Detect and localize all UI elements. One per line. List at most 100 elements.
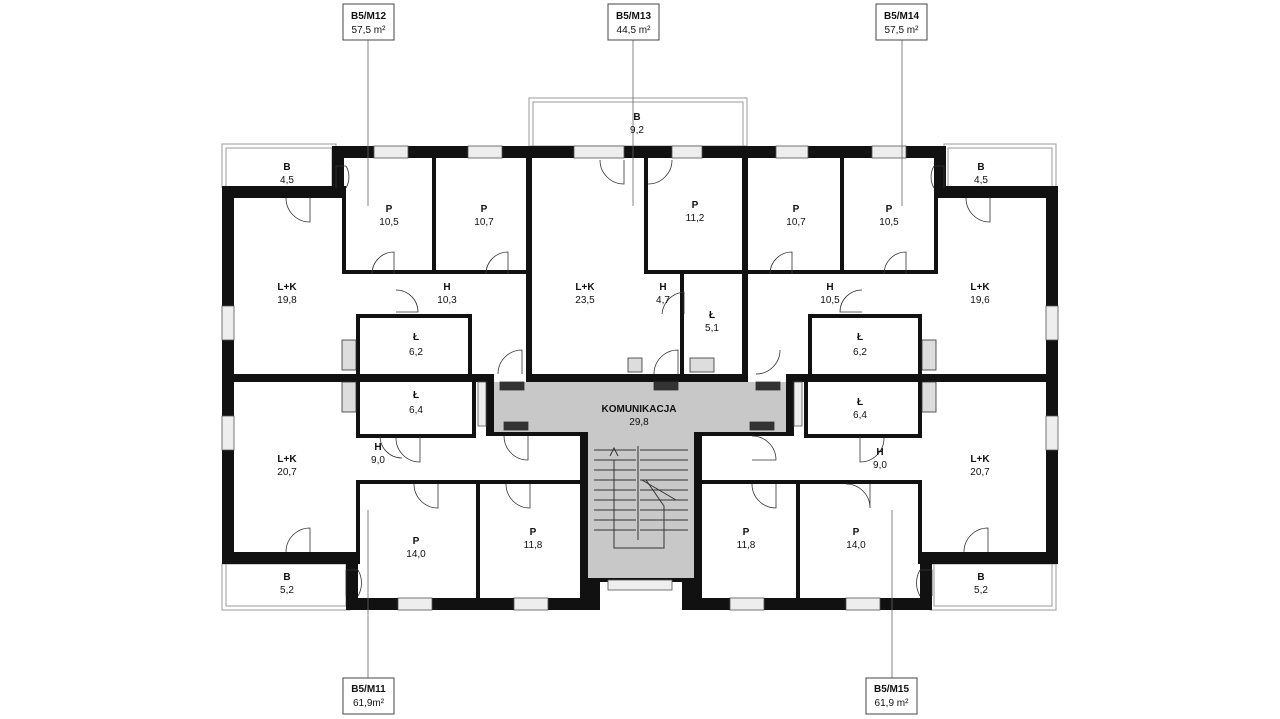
unit-callout: B5/M11 61,9m² <box>342 677 395 715</box>
room-label: H4,7 <box>656 282 670 306</box>
room-area: 19,8 <box>277 295 297 306</box>
room-area: 20,7 <box>970 467 990 478</box>
room-area: 9,2 <box>630 125 644 136</box>
room-label: Ł6,2 <box>853 332 867 358</box>
door-swings <box>285 159 991 597</box>
room-label: P 10,5 <box>879 204 899 228</box>
room-area: 6,2 <box>409 347 423 358</box>
room-name: P <box>530 527 537 538</box>
unit-callout: B5/M15 61,9 m² <box>865 677 918 715</box>
room-label: B 4,5 <box>280 162 294 186</box>
room-name: P <box>853 527 860 538</box>
room-area: 23,5 <box>575 295 595 306</box>
unit-callout: B5/M14 57,5 m² <box>875 3 928 41</box>
unit-area: 61,9m² <box>353 698 385 709</box>
room-name: H <box>443 282 450 293</box>
room-area: 14,0 <box>406 549 426 560</box>
room-area: 10,5 <box>379 217 399 228</box>
room-name: H <box>876 447 883 458</box>
room-area: 11,8 <box>524 540 543 551</box>
unit-area: 57,5 m² <box>352 25 387 36</box>
room-name: Ł <box>857 332 863 343</box>
room-label: B 5,2 <box>974 572 988 596</box>
room-name: B <box>977 572 984 583</box>
room-label: H 9,0 <box>873 447 887 471</box>
room-area: 10,7 <box>474 217 494 228</box>
room-area: 11,8 <box>737 540 756 551</box>
room-label: P14,0 <box>406 536 426 560</box>
communication-area <box>493 382 787 578</box>
room-label: P 11,2 <box>686 200 705 224</box>
room-area: 10,3 <box>437 295 457 306</box>
room-area: 5,2 <box>280 585 294 596</box>
room-name: P <box>743 527 750 538</box>
room-area: 9,0 <box>873 460 887 471</box>
room-label: Ł 5,1 <box>705 310 719 334</box>
room-label: P 10,7 <box>474 204 494 228</box>
room-name: L+K <box>277 454 297 465</box>
unit-callouts: B5/M12 57,5 m² B5/M13 44,5 m² B5/M14 57,… <box>342 3 928 715</box>
room-area: 4,5 <box>974 175 988 186</box>
room-label: L+K19,6 <box>970 282 990 306</box>
unit-area: 57,5 m² <box>885 25 920 36</box>
room-name: L+K <box>970 454 990 465</box>
unit-id: B5/M14 <box>884 11 919 22</box>
room-area: 5,2 <box>974 585 988 596</box>
room-name: Ł <box>709 310 715 321</box>
room-name: B <box>283 572 290 583</box>
room-area: 10,5 <box>879 217 899 228</box>
unit-id: B5/M12 <box>351 11 386 22</box>
room-labels: B9,2 B4,5 P10,5 P10,7 L+K23,5 P11,2 H4,7… <box>277 112 990 596</box>
room-label: L+K20,7 <box>277 454 297 478</box>
room-name: P <box>886 204 893 215</box>
room-area: 11,2 <box>686 213 705 224</box>
room-label: H 10,5 <box>820 282 840 306</box>
room-area: 10,5 <box>820 295 840 306</box>
room-area: 29,8 <box>629 417 649 428</box>
room-name: KOMUNIKACJA <box>602 404 677 415</box>
room-name: H <box>374 442 381 453</box>
room-area: 19,6 <box>970 295 990 306</box>
room-name: B <box>633 112 640 123</box>
unit-callout: B5/M13 44,5 m² <box>607 3 660 41</box>
room-area: 5,1 <box>705 323 719 334</box>
room-name: L+K <box>277 282 297 293</box>
room-name: P <box>793 204 800 215</box>
room-name: B <box>283 162 290 173</box>
room-area: 4,5 <box>280 175 294 186</box>
unit-id: B5/M11 <box>351 684 386 695</box>
room-name: H <box>826 282 833 293</box>
callout-leaders <box>367 40 903 678</box>
room-name: Ł <box>413 332 419 343</box>
room-label: P 11,8 <box>737 527 756 551</box>
room-label: L+K 19,8 <box>277 282 297 306</box>
room-area: 6,4 <box>853 410 867 421</box>
room-label: L+K23,5 <box>575 282 595 306</box>
room-name: P <box>386 204 393 215</box>
room-label: P 10,5 <box>379 204 399 228</box>
room-name: H <box>659 282 666 293</box>
room-label: P 14,0 <box>846 527 866 551</box>
unit-area: 44,5 m² <box>617 25 652 36</box>
room-label: P10,7 <box>786 204 806 228</box>
room-label: B4,5 <box>974 162 988 186</box>
room-label: B 9,2 <box>630 112 644 136</box>
room-label: Ł 6,4 <box>409 390 423 416</box>
vent-shafts <box>341 339 937 431</box>
room-area: 6,4 <box>409 405 423 416</box>
room-label: L+K 20,7 <box>970 454 990 478</box>
room-label: B 5,2 <box>280 572 294 596</box>
unit-callout: B5/M12 57,5 m² <box>342 3 395 41</box>
room-label: KOMUNIKACJA 29,8 <box>602 404 677 428</box>
room-name: P <box>481 204 488 215</box>
unit-id: B5/M13 <box>616 11 651 22</box>
room-area: 14,0 <box>846 540 866 551</box>
room-label: P 11,8 <box>524 527 543 551</box>
room-label: H 10,3 <box>437 282 457 306</box>
room-name: P <box>692 200 699 211</box>
room-label: Ł6,4 <box>853 397 867 421</box>
staircase <box>594 446 688 549</box>
room-name: Ł <box>413 390 419 401</box>
unit-id: B5/M15 <box>874 684 909 695</box>
